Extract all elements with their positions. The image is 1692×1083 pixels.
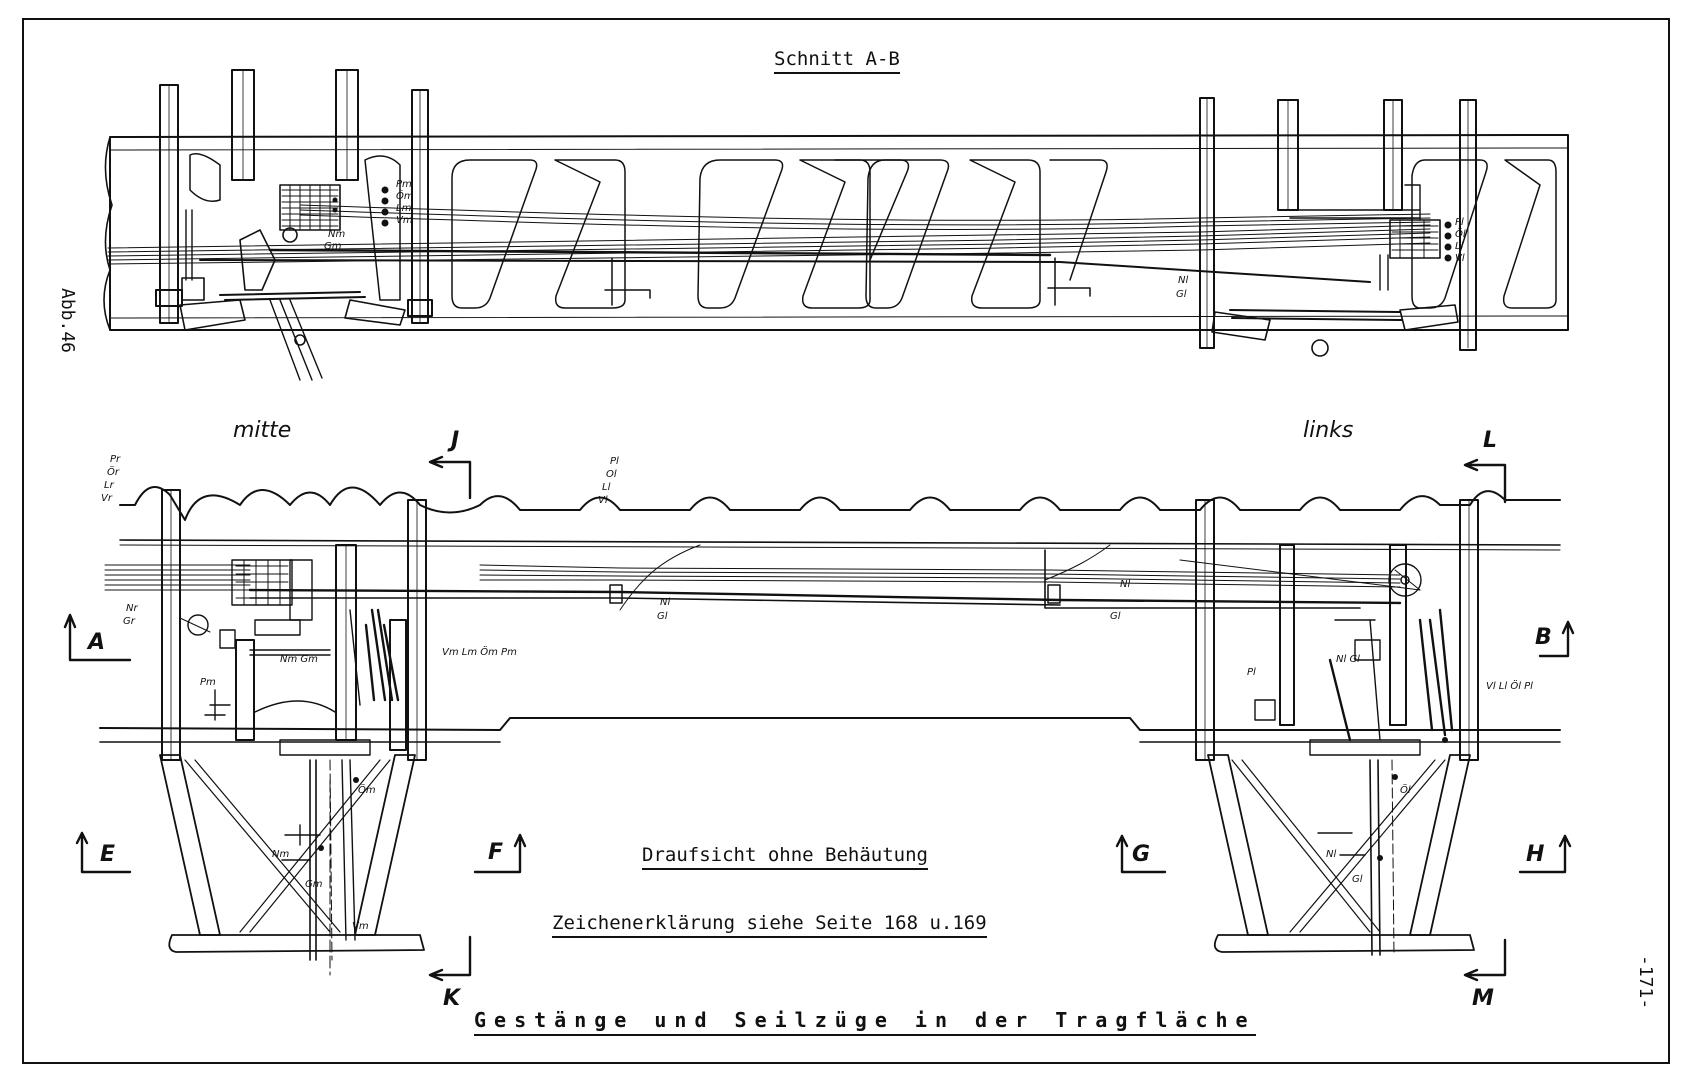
label-pl-plan: Pl (610, 456, 619, 467)
label-nm-plan: Nm (272, 849, 290, 860)
marker-b: B (1535, 625, 1552, 650)
label-pl-left: Pl (1247, 667, 1256, 678)
label-nl-left2: Nl (1326, 849, 1337, 860)
label-gl-upper: Gl (1176, 289, 1187, 300)
cable-runs-plan (104, 544, 1421, 611)
label-gr: Gr (123, 616, 135, 627)
section-arrows (63, 455, 1575, 982)
label-lr: Lr (104, 480, 114, 491)
label-gl-right: Gl (1110, 611, 1121, 622)
cable-runs-section (107, 204, 1431, 283)
label-pl-upper: Pl (1455, 217, 1464, 228)
mechanism-left (1211, 184, 1459, 357)
plan-struts-middle (159, 754, 425, 976)
plan-view-title: Draufsicht ohne Behäutung (642, 844, 928, 870)
label-vl-upper: Vl (1455, 253, 1465, 264)
label-pr: Pr (110, 454, 121, 465)
section-ab-title: Schnitt A-B (774, 48, 900, 74)
label-vl-ll-ol-pl: Vl Ll Öl Pl (1486, 681, 1533, 692)
marker-m: M (1472, 986, 1494, 1011)
plan-ribs-left (1195, 499, 1479, 761)
label-lm-upper: Lm (396, 203, 412, 214)
plan-struts-left (1207, 754, 1475, 953)
label-ol-plan: Ol (606, 469, 617, 480)
label-gm-plan: Gm (305, 879, 323, 890)
cable-clamps (609, 584, 1061, 604)
mechanism-middle (179, 184, 406, 381)
leading-edge (119, 486, 1561, 521)
label-ll-plan: Ll (602, 482, 611, 493)
drawing-frame (22, 18, 1670, 1064)
region-left: links (1303, 418, 1354, 443)
marker-g: G (1132, 842, 1151, 867)
page-number: -171- (1635, 955, 1656, 1010)
legend-reference: Zeichenerklärung siehe Seite 168 u.169 (552, 912, 987, 938)
label-nr: Nr (126, 603, 138, 614)
marker-k: K (443, 986, 461, 1011)
label-pm-upper: Pm (396, 179, 412, 190)
marker-j: J (451, 428, 460, 453)
marker-e: E (100, 842, 116, 867)
label-ol-left: Öl (1400, 785, 1411, 796)
label-vm-upper: Vm (396, 215, 413, 226)
plan-view (63, 455, 1575, 982)
spar-outline (109, 134, 1569, 331)
label-ll-upper: Ll (1455, 241, 1464, 252)
label-gl-mid: Gl (657, 611, 668, 622)
section-view (103, 69, 1569, 381)
marker-l: L (1483, 428, 1498, 453)
label-nl-gl-left: Nl Gl (1336, 654, 1360, 665)
label-nl-right: Nl (1120, 579, 1131, 590)
marker-h: H (1526, 842, 1545, 867)
label-or: Ör (107, 467, 119, 478)
marker-a: A (88, 630, 106, 655)
region-middle: mitte (233, 418, 292, 443)
main-title: Gestänge und Seilzüge in der Tragfläche (474, 1008, 1256, 1036)
label-gl-left2: Gl (1352, 874, 1363, 885)
label-vm-lm-om-pm: Vm Lm Öm Pm (442, 647, 517, 658)
label-om-plan: Öm (358, 785, 376, 796)
plan-mechanism-middle (179, 559, 400, 961)
web-cutouts (189, 153, 1557, 309)
plan-mechanism-left (1254, 563, 1454, 956)
label-gm-upper: Gm (324, 241, 342, 252)
label-nl-upper: Nl (1178, 275, 1189, 286)
label-ol-upper: Öl (1455, 229, 1466, 240)
figure-number: Abb.46 (57, 288, 78, 354)
label-pm-plan: Pm (200, 677, 216, 688)
label-vr: Vr (101, 493, 112, 504)
plan-ribs-middle (161, 489, 427, 761)
label-om-upper: Öm (396, 191, 414, 202)
label-vl-plan: Vl (598, 495, 608, 506)
marker-f: F (488, 840, 504, 865)
label-nl-mid: Nl (660, 597, 671, 608)
label-nm-upper: Nm (328, 229, 346, 240)
label-nm-gm: Nm Gm (280, 654, 318, 665)
small-brackets (604, 257, 1091, 306)
label-vm-plan: Vm (352, 921, 369, 932)
